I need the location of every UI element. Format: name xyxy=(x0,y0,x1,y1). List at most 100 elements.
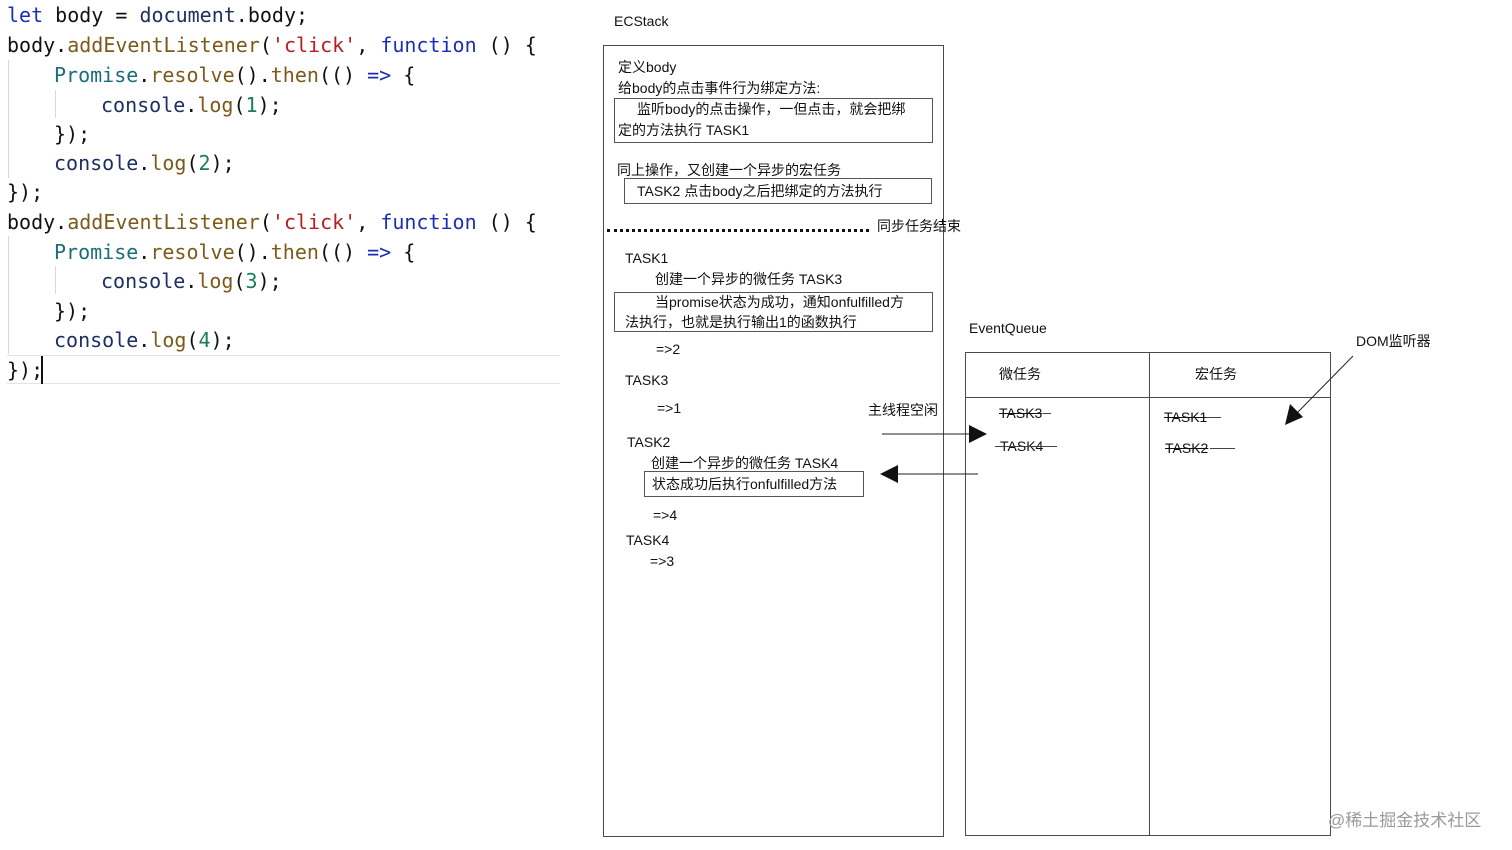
dom-listener-label: DOM监听器 xyxy=(1356,333,1431,349)
keyword: => xyxy=(367,240,392,264)
queue-header-divider xyxy=(965,397,1331,398)
code-text: (). xyxy=(234,63,271,87)
code-method: resolve xyxy=(150,63,235,87)
code-line-4: console.log(1); xyxy=(101,90,282,120)
bind-desc-text: 给body的点击事件行为绑定方法: xyxy=(618,80,821,96)
code-text: ); xyxy=(210,328,235,352)
indent-guide xyxy=(55,90,56,118)
code-text: ( xyxy=(186,328,199,352)
code-text: }); xyxy=(7,358,44,382)
macro-task-header: 宏任务 xyxy=(1195,366,1237,382)
code-identifier: document xyxy=(139,3,236,27)
code-number: 3 xyxy=(245,269,258,293)
main-thread-idle-label: 主线程空闲 xyxy=(868,402,938,418)
ecstack-title: ECStack xyxy=(614,13,669,29)
code-line-3: Promise.resolve().then(() => { xyxy=(54,60,415,90)
code-string: 'click' xyxy=(271,33,357,57)
code-identifier: console xyxy=(101,269,186,293)
task4-resolve-text: 状态成功后执行onfulfilled方法 xyxy=(652,476,838,492)
code-text: () { xyxy=(476,33,537,57)
strike-tail xyxy=(1206,417,1221,418)
event-queue-title: EventQueue xyxy=(969,320,1047,336)
code-line-7: }); xyxy=(7,177,43,207)
watermark: @稀土掘金技术社区 xyxy=(1328,811,1482,830)
text-caret xyxy=(41,356,43,384)
keyword: => xyxy=(367,63,392,87)
event-queue-box xyxy=(965,352,1331,836)
ecstack-box xyxy=(603,45,944,837)
code-method: then xyxy=(270,63,319,87)
task3-label: TASK3 xyxy=(625,372,669,388)
code-text: }); xyxy=(54,122,91,146)
code-line-8: body.addEventListener('click', function … xyxy=(7,207,537,237)
code-text: (). xyxy=(234,240,271,264)
task3-resolve-line1: 当promise状态为成功，通知onfulfilled方 xyxy=(655,294,904,310)
code-text: . xyxy=(138,328,151,352)
task4-resolve-box: 状态成功后执行onfulfilled方法 xyxy=(644,471,864,497)
arrow-to-stack-head xyxy=(880,465,898,483)
strike-tail xyxy=(995,446,1057,447)
output-1: =>1 xyxy=(657,400,682,416)
code-text: ( xyxy=(233,93,246,117)
output-2: =>2 xyxy=(656,341,681,357)
code-line-13: }); xyxy=(7,355,43,385)
task1-label: TASK1 xyxy=(625,250,669,266)
code-text: { xyxy=(391,63,416,87)
code-identifier: console xyxy=(54,328,139,352)
code-identifier: console xyxy=(101,93,186,117)
arrow-to-queue-head xyxy=(969,425,987,443)
current-line-bottom xyxy=(7,383,560,384)
keyword: function xyxy=(380,210,477,234)
strike-tail xyxy=(1043,413,1051,414)
code-method: log xyxy=(197,269,234,293)
code-method: addEventListener xyxy=(67,33,260,57)
task2-micro-text: 创建一个异步的微任务 TASK4 xyxy=(651,455,839,471)
strike-tail xyxy=(1210,448,1235,449)
code-identifier: console xyxy=(54,151,139,175)
micro-task-header: 微任务 xyxy=(999,366,1041,382)
code-text: ( xyxy=(259,210,272,234)
code-text: ); xyxy=(257,93,282,117)
output-4: =>4 xyxy=(653,507,678,523)
code-text: body xyxy=(43,3,116,27)
task3-resolve-line2: 法执行，也就是执行输出1的函数执行 xyxy=(625,314,857,330)
task2-bind-box: TASK2 点击body之后把绑定的方法执行 xyxy=(624,178,932,204)
keyword: function xyxy=(380,33,477,57)
code-number: 2 xyxy=(198,151,211,175)
task1-bind-line1: 监听body的点击操作，一但点击，就会把绑 xyxy=(637,101,906,117)
code-number: 1 xyxy=(245,93,258,117)
dom-listener-arrow-head xyxy=(1285,404,1303,425)
code-text: . xyxy=(138,240,151,264)
code-string: 'click' xyxy=(271,210,357,234)
code-text: () { xyxy=(476,210,537,234)
code-text: . xyxy=(185,269,198,293)
code-method: then xyxy=(270,240,319,264)
current-line-top xyxy=(7,355,560,356)
keyword: let xyxy=(7,3,44,27)
code-method: log xyxy=(150,328,187,352)
code-text: ( xyxy=(186,151,199,175)
code-method: log xyxy=(150,151,187,175)
indent-guide xyxy=(8,236,9,354)
task3-resolve-box: 当promise状态为成功，通知onfulfilled方 法执行，也就是执行输出… xyxy=(614,292,933,332)
code-line-11: }); xyxy=(54,296,90,326)
code-text: ); xyxy=(210,151,235,175)
code-text: , xyxy=(356,33,381,57)
code-class: Promise xyxy=(54,240,139,264)
code-text: (() xyxy=(318,63,368,87)
task4-label: TASK4 xyxy=(626,532,670,548)
code-text: . xyxy=(138,151,151,175)
task1-bind-box: 监听body的点击操作，一但点击，就会把绑 定的方法执行 TASK1 xyxy=(614,98,933,143)
code-text: body. xyxy=(7,33,68,57)
macro-task-item: TASK1 xyxy=(1164,409,1208,425)
task2-label: TASK2 xyxy=(627,434,671,450)
code-method: addEventListener xyxy=(67,210,260,234)
sync-end-divider xyxy=(607,229,869,232)
indent-guide xyxy=(55,266,56,294)
code-text: (() xyxy=(318,240,368,264)
code-line-9: Promise.resolve().then(() => { xyxy=(54,237,415,267)
code-editor: let body = document.body; body.addEventL… xyxy=(0,0,562,390)
code-text: , xyxy=(356,210,381,234)
code-line-5: }); xyxy=(54,119,90,149)
code-method: log xyxy=(197,93,234,117)
